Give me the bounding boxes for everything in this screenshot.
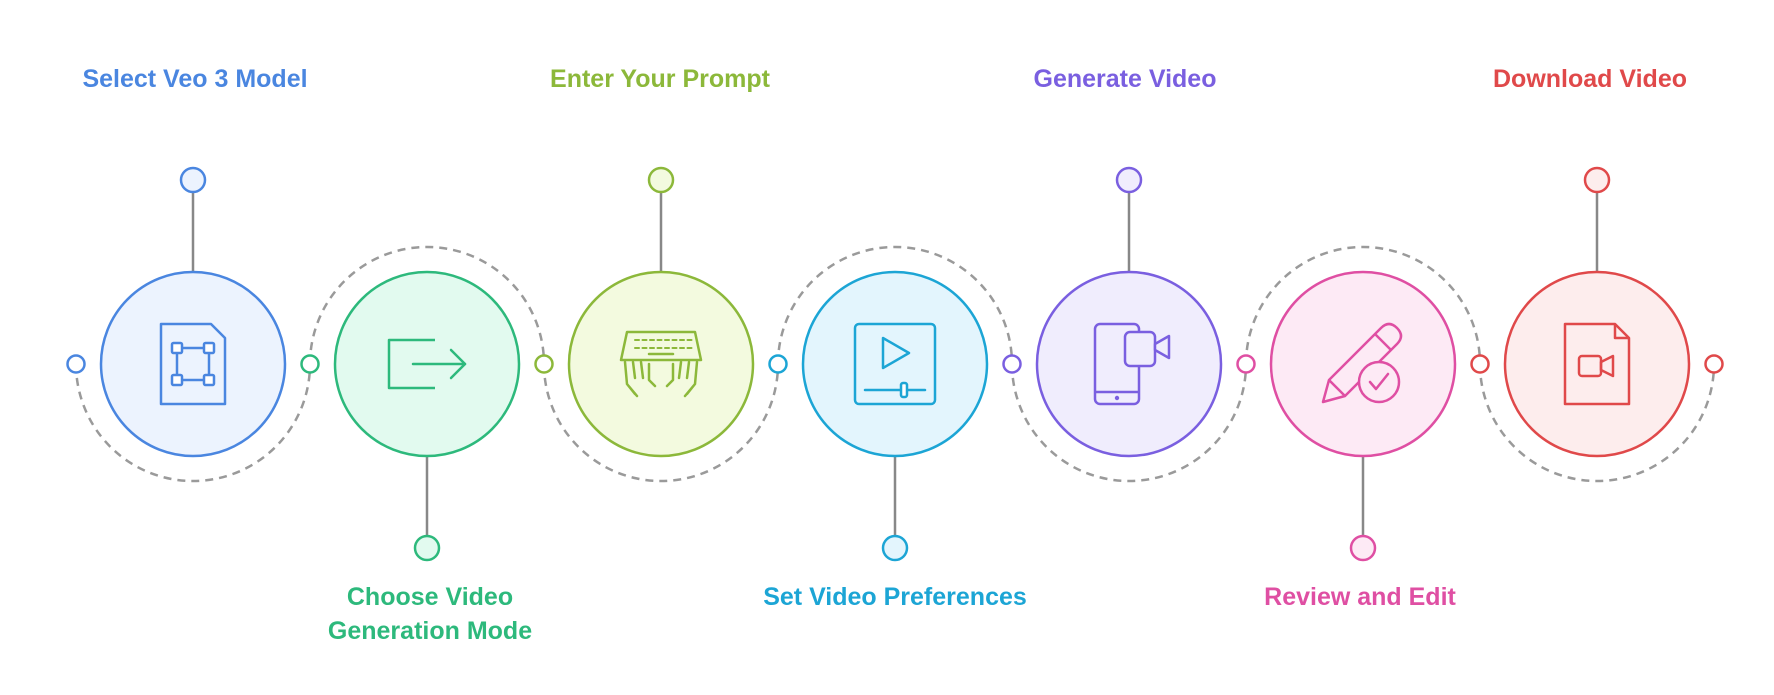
junction-dot-6 [1470, 354, 1490, 374]
file-fold [1613, 324, 1629, 340]
frame-handle [202, 373, 216, 387]
typing-keyboard-icon [619, 330, 703, 398]
pin-dot-5 [1115, 166, 1143, 194]
pin-dot-7 [1583, 166, 1611, 194]
pin-dot-1 [179, 166, 207, 194]
dashed-arc-5 [1010, 363, 1248, 483]
phone-video-icon [1093, 322, 1171, 406]
pin-dot-4 [881, 534, 909, 562]
step-circle-1 [99, 270, 287, 458]
dashed-arc-6 [1244, 245, 1482, 365]
step-7-label: Download Video [1493, 65, 1687, 93]
frame-square [175, 346, 211, 382]
exit-box [387, 338, 435, 390]
pencil-band [1374, 333, 1392, 351]
arrow-head [449, 348, 467, 380]
junction-dot-0 [66, 354, 86, 374]
right-hand [665, 360, 699, 398]
check-circle [1357, 360, 1401, 404]
pencil-tip-line [1328, 379, 1346, 397]
step-1-label: Select Veo 3 Model [82, 65, 308, 93]
left-hand [623, 360, 657, 398]
step-circle-7 [1503, 270, 1691, 458]
step-5-label: Generate Video [1033, 65, 1217, 93]
step-circle-4 [801, 270, 989, 458]
pencil-body [1321, 322, 1403, 404]
keyboard-outline [619, 330, 703, 362]
dashed-arc-7 [1478, 363, 1716, 483]
junction-dot-3 [768, 354, 788, 374]
camera-body [1123, 330, 1157, 368]
junction-dot-7 [1704, 354, 1724, 374]
junction-dot-4 [1002, 354, 1022, 374]
dashed-arc-2 [308, 245, 546, 365]
pencil-check-icon [1321, 322, 1403, 404]
frame-handle [202, 341, 216, 355]
junction-dot-1 [300, 354, 320, 374]
sd-card-icon [159, 322, 227, 406]
dashed-arc-1 [74, 363, 312, 483]
step-6-label: Review and Edit [1264, 583, 1456, 611]
sd-card-body [159, 322, 227, 406]
step-circle-6 [1269, 270, 1457, 458]
camera-lens [1153, 334, 1171, 360]
pin-dot-6 [1349, 534, 1377, 562]
pin-dot-3 [647, 166, 675, 194]
frame-handle [170, 373, 184, 387]
exit-arrow-icon [387, 338, 467, 390]
play-triangle [881, 336, 911, 370]
dashed-arc-4 [776, 245, 1014, 365]
junction-dot-5 [1236, 354, 1256, 374]
step-4-label: Set Video Preferences [763, 583, 1027, 611]
dashed-arc-3 [542, 363, 780, 483]
video-player-icon [853, 322, 937, 406]
pin-dot-2 [413, 534, 441, 562]
junction-dot-2 [534, 354, 554, 374]
check-mark [1368, 372, 1390, 391]
player-frame [853, 322, 937, 406]
step-2-label: Choose Video Generation Mode [327, 583, 533, 645]
step-circle-3 [567, 270, 755, 458]
phone-button [1114, 395, 1120, 401]
camera-lens [1599, 354, 1615, 378]
step-3-label: Enter Your Prompt [550, 65, 770, 93]
progress-handle [899, 381, 909, 399]
video-file-icon [1563, 322, 1631, 406]
file-body [1563, 322, 1631, 406]
frame-handle [170, 341, 184, 355]
